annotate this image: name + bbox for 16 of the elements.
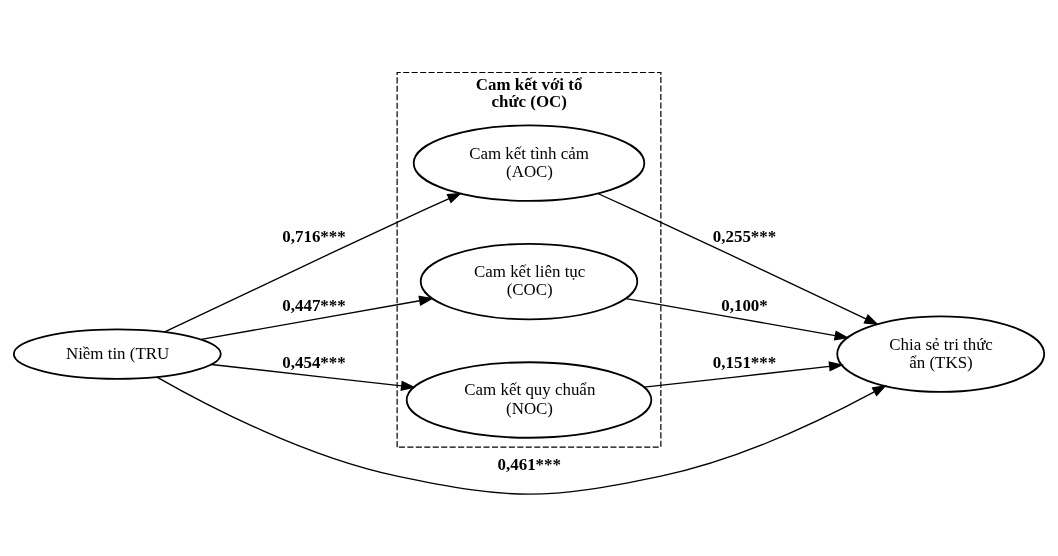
edge-label: 0,255*** — [712, 226, 777, 246]
edge-label: 0,716*** — [282, 226, 346, 246]
edge-label: 0,454*** — [282, 352, 346, 372]
arrow — [597, 192, 879, 325]
edge-label: 0,100* — [721, 295, 768, 315]
arrow — [156, 375, 887, 495]
arrow — [643, 360, 844, 388]
arrow — [164, 192, 463, 333]
node-ellipse: Niềm tin (TRU — [12, 327, 222, 380]
edge-label: 0,447*** — [282, 295, 346, 315]
edge-label: 0,151*** — [712, 352, 777, 372]
node-ellipse: Cam kết quy chuẩn (NOC) — [405, 360, 653, 439]
arrow — [200, 295, 434, 340]
arrow — [625, 297, 850, 341]
arrow — [210, 363, 416, 391]
edge-label: 0,461*** — [497, 454, 561, 474]
